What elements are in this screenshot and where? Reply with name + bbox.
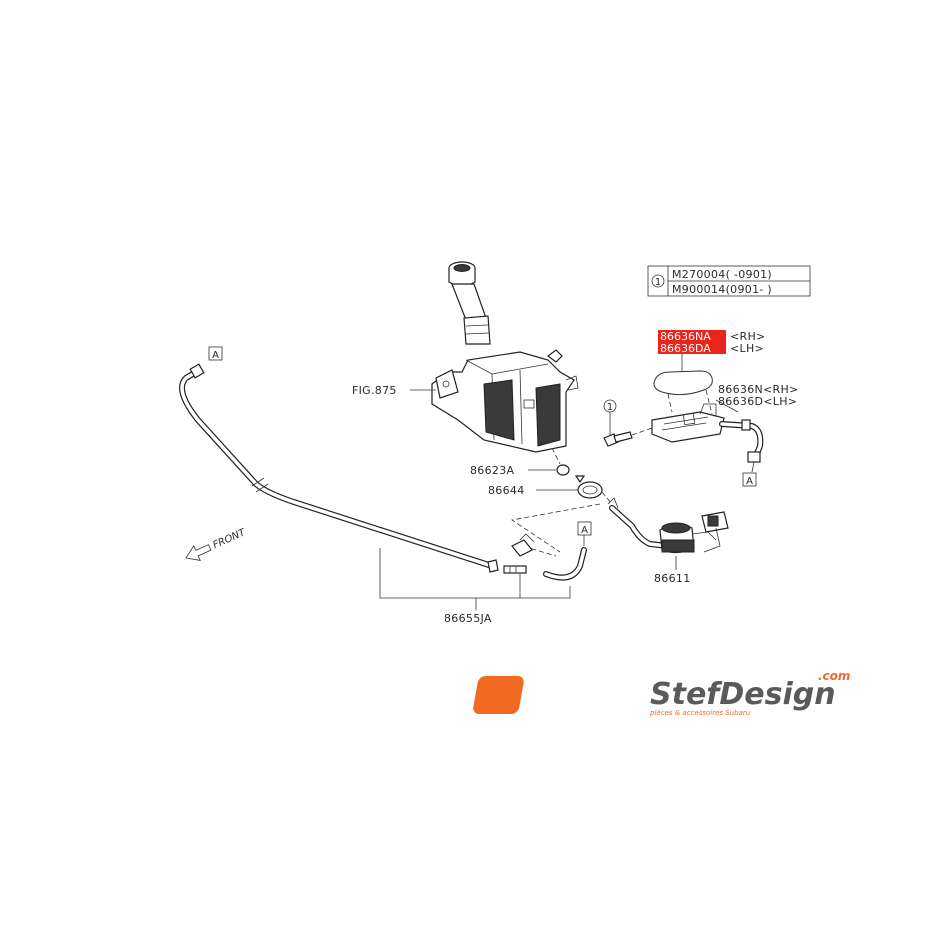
highlight-rh [658,330,726,342]
note-row-1: M270004( -0901) [672,268,772,281]
connector-a-center: A [577,521,592,546]
note-ref-number: 1 [655,277,661,288]
label-fig-ref: FIG.875 [352,384,397,397]
logo-mark: SJ [606,682,632,710]
label-86655ja: 86655JA [444,612,492,625]
note-table: 1 M270004( -0901) M900014(0901- ) [647,265,811,297]
long-hose [179,363,499,573]
washer-nozzle [651,403,725,443]
hose-joint [503,533,535,574]
label-86611: 86611 [654,572,691,585]
connector-a-nozzle: A [742,472,757,487]
note-row-2: M900014(0901- ) [672,283,772,296]
logo-mark-badge [473,676,524,714]
washer-tank [431,261,579,453]
front-label: FRONT [211,527,247,551]
label-86623a: 86623A [470,464,514,477]
label-86636n: 86636N<RH> [718,383,799,396]
front-arrow-icon: FRONT [185,527,248,561]
side-lh: <LH> [730,342,764,355]
part-code-rh: 86636NA [660,330,711,343]
svg-text:A: A [581,525,588,536]
stefdesign-logo: SJ StefDesign .com pièces & accessoires … [473,669,850,717]
logo-tagline: pièces & accessoires Subaru [649,709,751,717]
side-rh: <RH> [730,330,766,343]
nozzle-gasket [653,370,713,396]
svg-text:A: A [212,350,219,361]
clamp [574,475,603,499]
logo-domain: .com [818,669,850,683]
label-86636d: 86636D<LH> [718,395,797,408]
highlight-lh [658,342,726,354]
ref-circle-icon [651,274,665,288]
bolt-ref-number: 1 [607,402,613,413]
label-86644: 86644 [488,484,525,497]
logo-brand: StefDesign [650,677,836,712]
svg-text:A: A [746,476,753,487]
grommet [556,464,570,476]
connector-a-left: A [208,346,223,361]
washer-pump [659,511,729,554]
highlighted-part-labels: 86636NA 86636DA <RH> <LH> [658,330,766,372]
bolt: 1 [603,399,653,447]
part-code-lh: 86636DA [660,342,711,355]
